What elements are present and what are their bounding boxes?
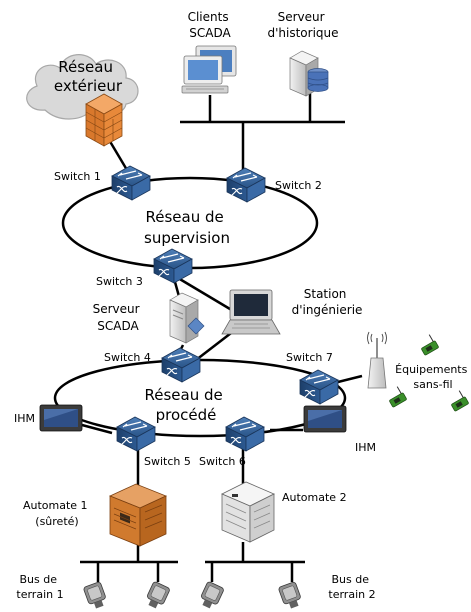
server-database-icon bbox=[289, 50, 329, 97]
field-device-icon bbox=[197, 580, 225, 611]
switch-4-icon bbox=[161, 347, 201, 383]
field-device-icon bbox=[143, 580, 171, 611]
automate-1-label: Automate 1 (sûreté) bbox=[23, 499, 91, 528]
switch-5-label: Switch 5 bbox=[144, 455, 191, 468]
switch-5-icon bbox=[116, 416, 156, 452]
switch-7-icon bbox=[299, 369, 339, 405]
switch-2-label: Switch 2 bbox=[275, 179, 322, 192]
field-device-icon bbox=[82, 581, 109, 611]
switch-1-label: Switch 1 bbox=[54, 170, 101, 183]
equipements-sans-fil-label: Équipements sans-fil bbox=[395, 363, 471, 391]
wireless-access-point-icon bbox=[367, 331, 387, 389]
automate-2-label: Automate 2 bbox=[282, 491, 347, 504]
wireless-device-icon bbox=[421, 334, 439, 356]
computer-icon bbox=[181, 45, 237, 94]
reseau-procede-label: Réseau de procédé bbox=[144, 386, 227, 424]
switch-1-icon bbox=[111, 165, 151, 201]
field-device-icon bbox=[277, 581, 304, 611]
bus-terrain-2-label: Bus de terrain 2 bbox=[328, 573, 375, 601]
reseau-supervision-label: Réseau de supervision bbox=[144, 208, 230, 247]
connection-lines bbox=[80, 93, 363, 582]
wireless-device-icon bbox=[451, 390, 469, 412]
serveur-scada-label: Serveur SCADA bbox=[93, 302, 144, 333]
reseau-exterieur-label: Réseau extérieur bbox=[54, 58, 123, 95]
station-ingenierie-label: Station d'ingénierie bbox=[292, 287, 363, 317]
switch-4-label: Switch 4 bbox=[104, 351, 151, 364]
switch-6-icon bbox=[225, 416, 265, 452]
firewall-icon bbox=[85, 93, 123, 147]
serveur-historique-label: Serveur d'historique bbox=[267, 10, 338, 40]
switch-2-icon bbox=[226, 167, 266, 203]
wireless-device-icon bbox=[389, 386, 407, 408]
scada-server-icon bbox=[169, 292, 205, 344]
ihm-left-label: IHM bbox=[14, 412, 35, 425]
switch-7-label: Switch 7 bbox=[286, 351, 333, 364]
hmi-right-icon bbox=[303, 405, 347, 433]
switch-3-icon bbox=[153, 248, 193, 284]
switch-3-label: Switch 3 bbox=[96, 275, 143, 288]
laptop-icon bbox=[221, 289, 281, 335]
ihm-right-label: IHM bbox=[355, 441, 376, 454]
switch-6-label: Switch 6 bbox=[199, 455, 246, 468]
bus-terrain-1-label: Bus de terrain 1 bbox=[16, 573, 63, 601]
clients-scada-label: Clients SCADA bbox=[188, 10, 233, 40]
plc-2-icon bbox=[221, 481, 275, 543]
hmi-left-icon bbox=[39, 404, 83, 432]
plc-1-icon bbox=[108, 483, 168, 547]
